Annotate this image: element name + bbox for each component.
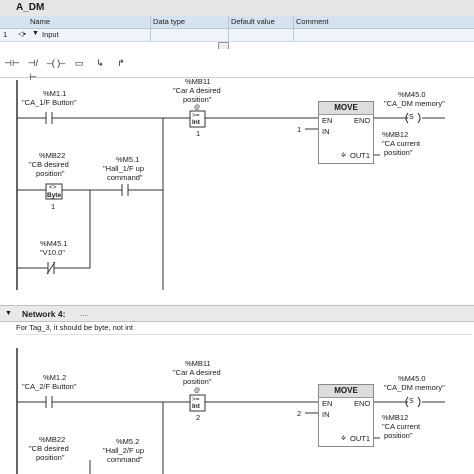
coil-address: %M45.0 <box>398 90 426 99</box>
n4-move-in: IN <box>322 410 330 419</box>
out-star-icon: ✲ <box>341 153 347 159</box>
n4-out-tag-address: %MB12 <box>382 413 409 422</box>
coil-icon[interactable]: –( )– <box>46 58 66 68</box>
n4-compare-tag-line1[interactable]: "Car A desired <box>173 368 221 377</box>
n4-compare2-tag-line2: position" <box>36 453 65 462</box>
coil-tag[interactable]: "CA_DM memory" <box>384 99 445 108</box>
collapse-triangle-icon[interactable]: ▼ <box>5 310 12 317</box>
n4-coil-tag[interactable]: "CA_DM memory" <box>384 383 445 392</box>
compare2-operator[interactable]: <> <box>49 184 57 191</box>
n4-compare-address: %MB11 <box>185 359 211 368</box>
n4-contact-address: %M1.2 <box>43 373 67 382</box>
contact2-tag-line1[interactable]: "Hall_1/F up <box>103 164 145 173</box>
compare-value[interactable]: 1 <box>196 129 201 138</box>
empty-box-icon[interactable]: ▭ <box>74 58 84 68</box>
move-out: OUT1 <box>350 151 371 160</box>
col-comment[interactable]: Comment <box>296 17 329 26</box>
n4-move-block[interactable]: MOVE EN ENO IN ✲ OUT1 <box>318 384 374 447</box>
n4-compare2-tag-line1[interactable]: "CB desired <box>29 444 69 453</box>
n4-out-star-icon: ✲ <box>341 436 347 442</box>
n4-compare-value[interactable]: 2 <box>196 413 201 422</box>
compare2-type[interactable]: Byte <box>47 192 62 199</box>
n4-compare-type[interactable]: Int <box>192 403 200 410</box>
row-number: 1 <box>3 30 8 39</box>
n4-contact2-address: %M5.2 <box>116 437 140 446</box>
out-tag-line1[interactable]: "CA current <box>382 139 421 148</box>
n4-out-tag-line2: position" <box>384 431 413 440</box>
move-in: IN <box>322 127 330 136</box>
n4-move-out: OUT1 <box>350 434 371 443</box>
n4-contact2-tag-line1[interactable]: "Hall_2/F up <box>103 446 145 455</box>
open-branch-icon[interactable]: ↳ <box>96 58 104 68</box>
out-tag-address: %MB12 <box>382 130 409 139</box>
n4-compare2-address: %MB22 <box>39 435 66 444</box>
n4-contact2-tag-line2: command" <box>107 455 143 464</box>
contact2-tag-line2: command" <box>107 173 143 182</box>
n4-out-tag-line1[interactable]: "CA current <box>382 422 421 431</box>
n4-contact-tag[interactable]: "CA_2/F Button" <box>22 382 77 391</box>
n4-move-in-value[interactable]: 2 <box>297 409 302 418</box>
contact2-address: %M5.1 <box>116 155 140 164</box>
n4-move-title: MOVE <box>319 385 373 398</box>
move-eno: ENO <box>354 116 371 125</box>
n4-compare-marker-icon: @ <box>194 388 201 394</box>
row-name: Input <box>42 30 59 39</box>
move-block[interactable]: MOVE EN ENO IN ✲ OUT1 <box>318 101 374 164</box>
contact3-tag[interactable]: "V10.0" <box>40 248 65 257</box>
move-title: MOVE <box>319 102 373 115</box>
contact-address: %M1.1 <box>43 89 67 98</box>
compare2-tag-line1[interactable]: "CB desired <box>29 160 69 169</box>
compare2-tag-line2: position" <box>36 169 65 178</box>
contact3-address: %M45.1 <box>40 239 68 248</box>
network4-comment[interactable]: For Tag_3, it should be byte, not int <box>16 322 472 335</box>
n4-coil-symbol: S <box>409 398 414 405</box>
no-contact-icon[interactable]: ⊣⊢ <box>4 58 20 68</box>
n4-compare-tag-line2: position" <box>183 377 212 386</box>
n4-compare-operator[interactable]: >= <box>192 396 200 403</box>
compare-tag-line2: position" <box>183 95 212 104</box>
n4-coil-address: %M45.0 <box>398 374 426 383</box>
coil-symbol: S <box>409 114 414 121</box>
col-default-value[interactable]: Default value <box>231 17 275 26</box>
input-section-icon: ◁▪ <box>18 31 26 38</box>
compare-tag-line1[interactable]: "Car A desired <box>173 86 221 95</box>
expand-triangle-icon[interactable]: ▼ <box>32 30 39 37</box>
compare2-address: %MB22 <box>39 151 66 160</box>
move-en: EN <box>322 116 333 125</box>
close-branch-icon[interactable]: ↱ <box>117 58 125 68</box>
col-data-type[interactable]: Data type <box>153 17 186 26</box>
compare-address: %MB11 <box>185 77 211 86</box>
interface-row-input[interactable]: 1 ◁▪ ▼ Input <box>0 29 474 42</box>
col-name[interactable]: Name <box>30 17 51 26</box>
n4-move-eno: ENO <box>354 399 371 408</box>
interface-header: Name Data type Default value Comment <box>0 16 474 29</box>
n4-move-en: EN <box>322 399 333 408</box>
ladder-toolbar: ⊣⊢ ⊣/⊢ –( )– ▭ ↳ ↱ <box>0 49 474 82</box>
block-title: A_DM <box>16 2 45 13</box>
compare-operator[interactable]: >= <box>192 112 200 119</box>
out-tag-line2: position" <box>384 148 413 157</box>
compare2-value[interactable]: 1 <box>51 202 56 211</box>
network4-header[interactable]: ▼ Network 4: .... <box>0 305 474 322</box>
contact-tag[interactable]: "CA_1/F Button" <box>22 98 77 107</box>
compare-type[interactable]: Int <box>192 119 200 126</box>
compare-marker-icon: @ <box>194 105 201 111</box>
network4-title: Network 4: <box>22 309 66 319</box>
network4-title-placeholder[interactable]: .... <box>80 309 89 318</box>
move-in-value[interactable]: 1 <box>297 125 302 134</box>
nc-contact-icon[interactable]: ⊣/⊢ <box>27 58 39 82</box>
